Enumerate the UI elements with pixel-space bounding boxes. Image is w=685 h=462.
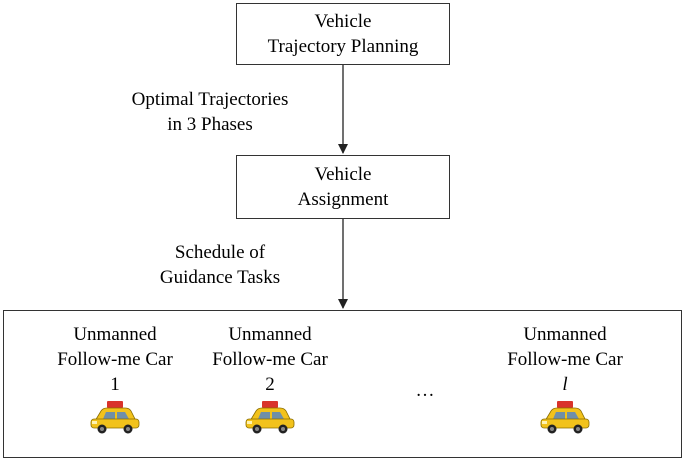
follow-me-car-2: Unmanned Follow-me Car 2 xyxy=(195,322,345,435)
trajectory-planning-line1: Vehicle xyxy=(314,11,372,32)
car-2-index: 2 xyxy=(265,374,275,395)
trajectory-planning-line2: Trajectory Planning xyxy=(267,36,419,57)
trajectories-edge-label: Optimal Trajectories in 3 Phases xyxy=(100,87,320,137)
car-1-index: 1 xyxy=(110,374,120,395)
taxi-icon xyxy=(245,401,295,434)
vehicle-assignment-line2: Assignment xyxy=(297,189,389,210)
vehicle-assignment-box: Vehicle Assignment xyxy=(236,155,450,219)
follow-me-cars-container xyxy=(3,310,682,458)
car-l-line2: Follow-me Car xyxy=(507,349,623,370)
trajectories-label-line2: in 3 Phases xyxy=(167,114,253,135)
vehicle-assignment-line1: Vehicle xyxy=(314,164,372,185)
schedule-label-line1: Schedule of xyxy=(174,242,266,263)
car-1-line2: Follow-me Car xyxy=(57,349,173,370)
car-1-line1: Unmanned xyxy=(73,324,157,345)
car-l-line1: Unmanned xyxy=(523,324,607,345)
more-cars-ellipsis: … xyxy=(415,380,435,401)
car-l-index: l xyxy=(562,374,568,395)
trajectory-planning-box: Vehicle Trajectory Planning xyxy=(236,3,450,65)
follow-me-car-l: Unmanned Follow-me Car l xyxy=(490,322,640,435)
schedule-label-line2: Guidance Tasks xyxy=(159,267,281,288)
taxi-icon xyxy=(540,401,590,434)
trajectories-label-line1: Optimal Trajectories xyxy=(131,89,289,110)
taxi-icon xyxy=(90,401,140,434)
schedule-edge-label: Schedule of Guidance Tasks xyxy=(120,240,320,290)
car-2-line2: Follow-me Car xyxy=(212,349,328,370)
follow-me-car-1: Unmanned Follow-me Car 1 xyxy=(40,322,190,435)
car-2-line1: Unmanned xyxy=(228,324,312,345)
